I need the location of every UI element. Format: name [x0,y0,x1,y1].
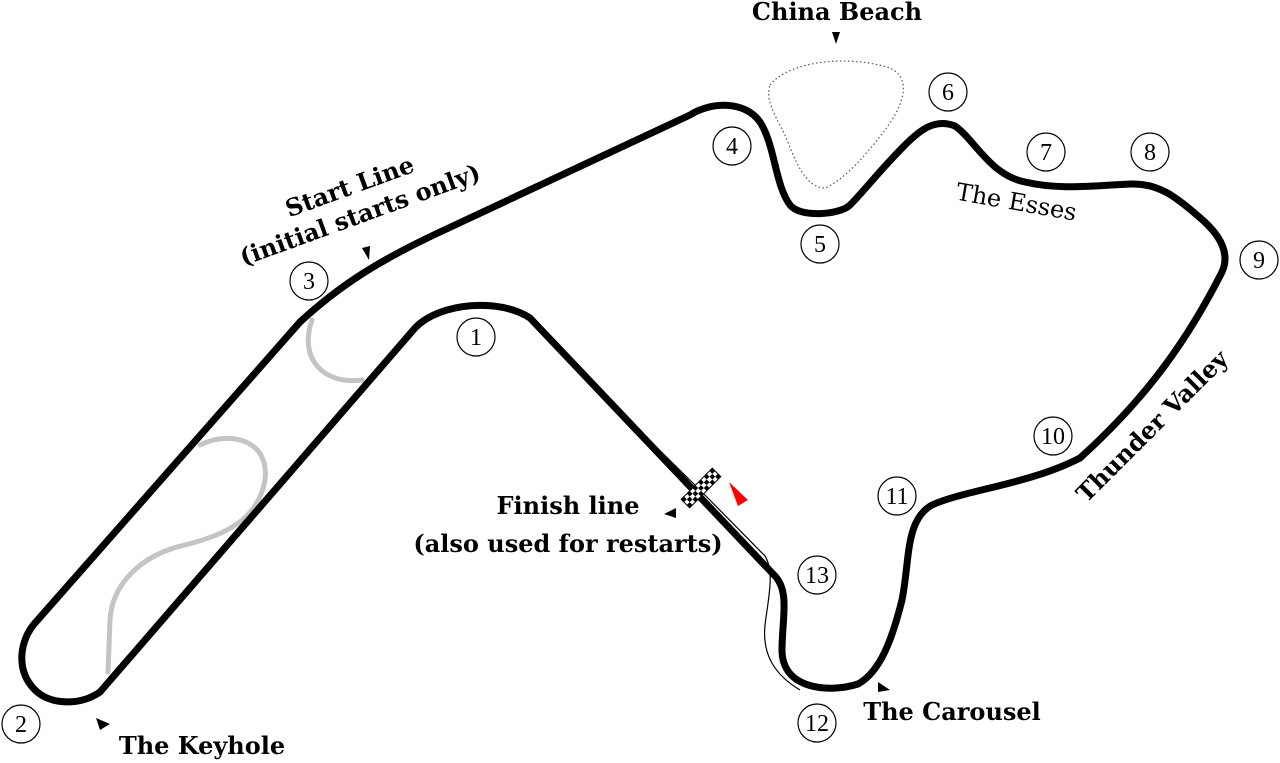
thunder-valley-label: Thunder Valley [1070,343,1235,508]
svg-text:3: 3 [303,269,315,295]
start-line-pointer [362,246,370,260]
turn-marker-2: 2 [1,704,41,744]
turn-marker-13: 13 [797,555,837,595]
turn-marker-11: 11 [877,476,917,516]
china-beach-label: China Beach [752,0,922,26]
finish-line-label: Finish line [497,491,640,520]
finish-line-sublabel: (also used for restarts) [413,529,722,558]
race-track [18,101,1229,706]
turn-marker-8: 8 [1130,132,1170,172]
svg-text:6: 6 [942,80,954,106]
china-beach-pointer [832,32,840,44]
svg-text:11: 11 [885,484,908,510]
turn-marker-9: 9 [1239,240,1279,280]
keyhole-pointer [96,718,110,730]
turn-marker-6: 6 [928,72,968,112]
svg-text:10: 10 [1041,424,1065,450]
finish-line-flag [680,467,722,509]
svg-text:7: 7 [1040,140,1052,166]
alternate-layout-chicane [105,435,268,675]
carousel-pointer [878,682,890,692]
turn-marker-3: 3 [289,261,329,301]
turn-marker-5: 5 [800,224,840,264]
svg-text:2: 2 [15,712,27,738]
alternate-layout-turn3 [305,317,365,384]
turn-marker-7: 7 [1026,132,1066,172]
svg-text:9: 9 [1253,248,1265,274]
turn-marker-4: 4 [712,126,752,166]
the-carousel-label: The Carousel [863,697,1041,726]
turn-marker-12: 12 [797,703,837,743]
turn-marker-1: 1 [456,317,496,357]
svg-text:13: 13 [805,563,829,589]
turn-marker-10: 10 [1033,416,1073,456]
svg-text:4: 4 [726,134,738,160]
finish-line-pointer [664,508,676,518]
china-beach-area [768,60,904,189]
svg-text:1: 1 [470,325,482,351]
svg-text:12: 12 [805,711,829,737]
svg-text:8: 8 [1144,140,1156,166]
svg-text:5: 5 [814,232,826,258]
direction-arrow-icon [729,482,748,506]
the-keyhole-label: The Keyhole [119,731,285,760]
